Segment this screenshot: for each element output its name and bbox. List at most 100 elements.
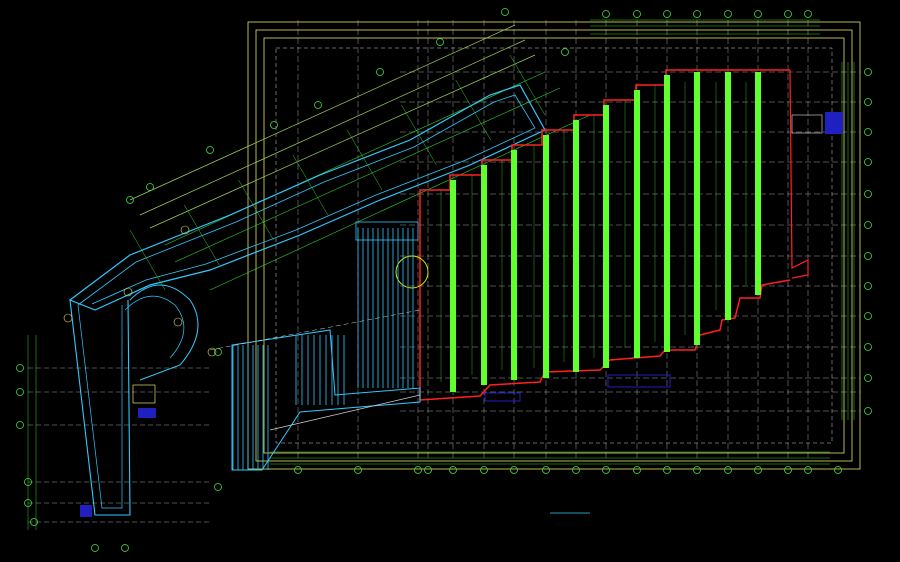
- wing-cross-line: [129, 229, 166, 291]
- axis-bubble-top: [633, 10, 641, 18]
- axis-bubble-right: [864, 158, 872, 166]
- inner-boundary: [275, 47, 833, 444]
- axis-bubble-diagonal: [146, 183, 154, 191]
- wing-grid-line: [209, 114, 591, 291]
- axis-bubble-bottom: [510, 466, 518, 474]
- wing-cross-line: [184, 204, 220, 266]
- axis-bubble-bottom: [633, 466, 641, 474]
- axis-bubble-misc: [214, 348, 222, 356]
- axis-bubble-bottom: [572, 466, 580, 474]
- axis-bubble-bottom: [724, 466, 732, 474]
- axis-bubble-bottom: [784, 466, 792, 474]
- wing-bubble: [63, 313, 73, 323]
- axis-bubble-bottom: [663, 466, 671, 474]
- axis-bubble-right: [864, 282, 872, 290]
- axis-bubble-diagonal: [501, 8, 509, 16]
- axis-bubble-right: [864, 98, 872, 106]
- green-slab: [725, 72, 731, 320]
- stair-guide-line: [209, 309, 421, 351]
- wing-cross-line: [238, 179, 274, 241]
- wing-bubble: [207, 347, 217, 357]
- axis-bubble-left: [30, 518, 38, 526]
- wing-dim-line: [139, 39, 526, 216]
- green-slab: [511, 150, 517, 380]
- wing-cross-line: [292, 154, 329, 216]
- dark-blue-block: [80, 505, 92, 517]
- axis-bubbles: [16, 8, 872, 552]
- curved-wall-inner: [124, 295, 185, 359]
- wing-inner-wall: [77, 94, 536, 306]
- wing-cross-line: [509, 54, 546, 116]
- stair-hatching: [209, 221, 421, 471]
- axis-bubble-bottom: [602, 466, 610, 474]
- axis-bubble-right: [864, 407, 872, 415]
- stair-outline: [231, 329, 421, 471]
- wing-bubble: [180, 225, 190, 235]
- green-slab: [664, 75, 670, 352]
- wing-cross-line: [401, 104, 437, 166]
- small-room: [132, 384, 156, 404]
- axis-bubble-top: [693, 10, 701, 18]
- axis-bubble-left: [16, 421, 24, 429]
- dark-blue-outline: [607, 374, 671, 388]
- axis-bubble-diagonal: [270, 121, 278, 129]
- equipment-block: [825, 112, 843, 134]
- axis-bubble-right: [864, 221, 872, 229]
- hall-bottom-edge: [419, 279, 791, 401]
- axis-bubble-diagonal: [314, 101, 322, 109]
- wing-cross-line: [346, 129, 383, 191]
- axis-bubble-bottom: [542, 466, 550, 474]
- green-slab: [694, 72, 700, 345]
- axis-bubble-right: [864, 128, 872, 136]
- axis-bubble-right: [864, 343, 872, 351]
- axis-bubble-top: [804, 10, 812, 18]
- equipment-box: [791, 114, 823, 134]
- axis-bubble-diagonal: [436, 38, 444, 46]
- wing-bubble: [123, 287, 133, 297]
- axis-bubble-misc: [214, 483, 222, 491]
- main-hall-steps: [395, 69, 843, 402]
- axis-bubble-bottom: [754, 466, 762, 474]
- axis-bubble-left: [121, 544, 129, 552]
- axis-bubble-bottom: [693, 466, 701, 474]
- axis-bubble-bottom: [449, 466, 457, 474]
- axis-bubble-top: [724, 10, 732, 18]
- curved-wall: [129, 284, 199, 381]
- axis-bubble-diagonal: [126, 196, 134, 204]
- green-slab: [755, 72, 761, 295]
- hall-right-edge: [789, 69, 809, 279]
- green-slab: [634, 90, 640, 358]
- axis-bubble-left: [24, 499, 32, 507]
- axis-bubble-bottom: [294, 466, 302, 474]
- hall-top-edge: [419, 69, 790, 400]
- axis-bubble-right: [864, 252, 872, 260]
- axis-bubble-diagonal: [376, 68, 384, 76]
- wing-grid-line: [174, 87, 561, 263]
- dark-blue-outline: [484, 392, 521, 402]
- detail-callout-circle: [395, 255, 429, 289]
- green-slab: [450, 180, 456, 392]
- axis-bubble-top: [602, 10, 610, 18]
- axis-bubble-top: [784, 10, 792, 18]
- axis-bubble-right: [864, 312, 872, 320]
- axis-bubble-left: [91, 544, 99, 552]
- axis-bubble-right: [864, 190, 872, 198]
- left-column-wall: [69, 299, 131, 516]
- wing-dim-line: [149, 54, 536, 229]
- axis-bubble-bottom: [354, 466, 362, 474]
- axis-bubble-top: [663, 10, 671, 18]
- stair-cut-line: [269, 394, 421, 431]
- axis-bubble-bottom: [424, 466, 432, 474]
- green-slab: [603, 105, 609, 368]
- axis-bubble-misc: [561, 48, 569, 56]
- wing-dim-line: [129, 24, 516, 201]
- green-slab: [481, 165, 487, 385]
- frame-rect: [247, 21, 861, 470]
- axis-bubble-left: [16, 364, 24, 372]
- frame-rect: [263, 37, 845, 454]
- dark-blue-block: [138, 408, 156, 418]
- stair-landing: [355, 221, 419, 241]
- wing-cross-line: [455, 79, 491, 141]
- axis-bubble-left: [24, 478, 32, 486]
